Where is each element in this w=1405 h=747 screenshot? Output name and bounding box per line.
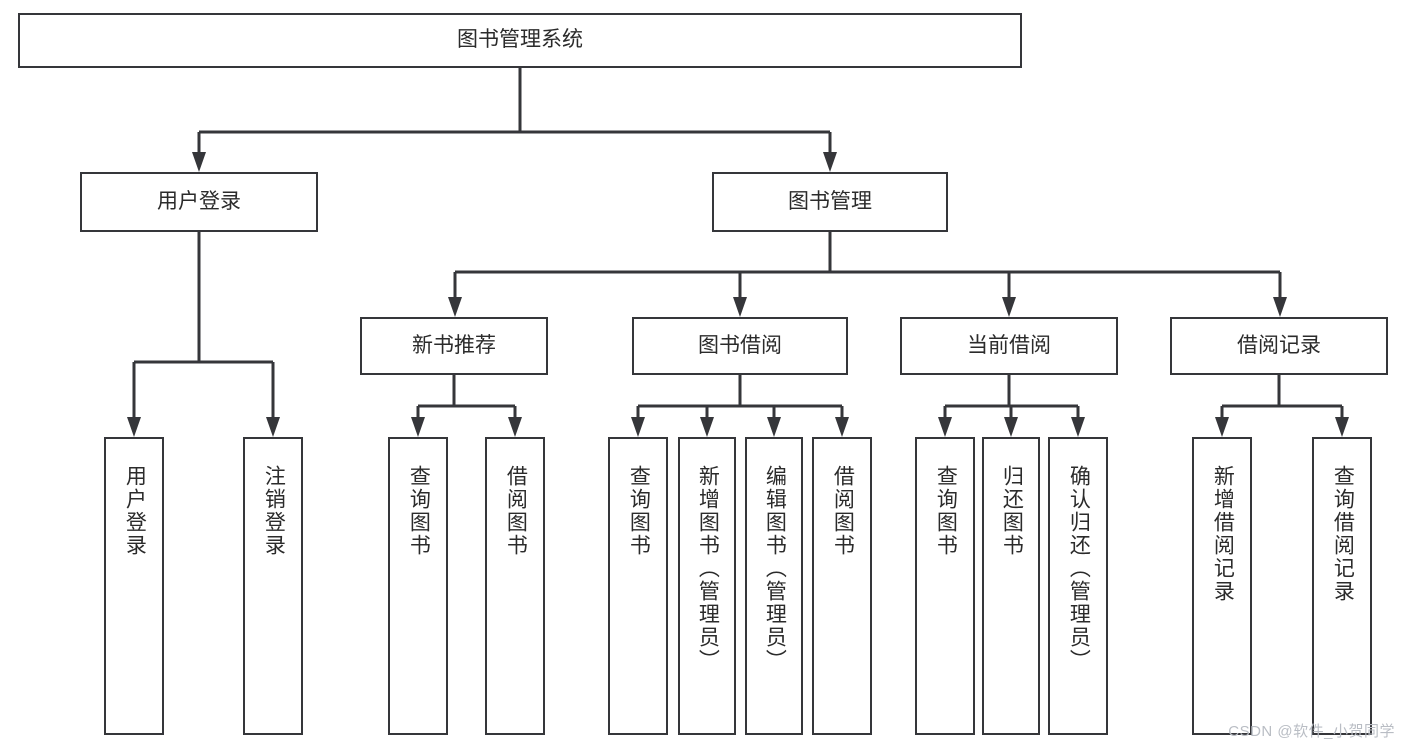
node-label-leaf-edit-book: 编辑图书（管理员） [763, 465, 787, 672]
node-leaf-leaf-confirm-return[interactable]: 确认归还（管理员） [1048, 437, 1108, 735]
node-leaf-leaf-borrow-book-bor[interactable]: 借阅图书 [812, 437, 872, 735]
node-label-user-login: 用户登录 [157, 189, 241, 213]
node-label-leaf-add-book: 新增图书（管理员） [696, 465, 720, 672]
arrow-head-cb-a3 [1071, 417, 1085, 437]
connector-group [127, 68, 1349, 437]
arrow-head-nb-a1 [411, 417, 425, 437]
arrow-head-root-to-book-manage [823, 152, 837, 172]
node-leaf-leaf-edit-book[interactable]: 编辑图书（管理员） [745, 437, 803, 735]
node-leaf-leaf-logout[interactable]: 注销登录 [243, 437, 303, 735]
node-level1-user-login[interactable]: 用户登录 [80, 172, 318, 232]
node-label-leaf-borrow-book-rec: 借阅图书 [504, 465, 528, 557]
node-label-leaf-query-book-bor: 查询图书 [627, 465, 651, 557]
node-label-leaf-query-book-rec: 查询图书 [407, 465, 431, 557]
node-label-borrow-record: 借阅记录 [1237, 333, 1321, 357]
node-label-book-manage: 图书管理 [788, 189, 872, 213]
node-level2-new-book-rec[interactable]: 新书推荐 [360, 317, 548, 375]
node-label-leaf-query-record: 查询借阅记录 [1331, 465, 1355, 603]
node-label-root: 图书管理系统 [457, 28, 583, 52]
node-label-leaf-user-login: 用户登录 [123, 465, 147, 557]
node-leaf-leaf-query-record[interactable]: 查询借阅记录 [1312, 437, 1372, 735]
node-level2-borrow-record[interactable]: 借阅记录 [1170, 317, 1388, 375]
arrow-head-bb-a4 [835, 417, 849, 437]
arrow-head-br-a2 [1335, 417, 1349, 437]
arrow-head-root-to-user-login [192, 152, 206, 172]
node-label-current-borrow: 当前借阅 [967, 333, 1051, 357]
node-label-new-book-rec: 新书推荐 [412, 333, 496, 357]
arrow-head-cb-a2 [1004, 417, 1018, 437]
node-leaf-leaf-user-login[interactable]: 用户登录 [104, 437, 164, 735]
arrow-head-user-login-a2 [266, 417, 280, 437]
arrow-head-bb-a3 [767, 417, 781, 437]
arrow-head-cb-a1 [938, 417, 952, 437]
node-label-leaf-logout: 注销登录 [262, 465, 286, 557]
node-label-book-borrow: 图书借阅 [698, 333, 782, 357]
node-level2-book-borrow[interactable]: 图书借阅 [632, 317, 848, 375]
node-leaf-leaf-return-book[interactable]: 归还图书 [982, 437, 1040, 735]
watermark-text: CSDN @软件_小贺同学 [1228, 723, 1395, 740]
node-leaf-leaf-query-book-cur[interactable]: 查询图书 [915, 437, 975, 735]
node-label-leaf-borrow-book-bor: 借阅图书 [831, 465, 855, 557]
arrow-head-bb-a1 [631, 417, 645, 437]
arrow-head-bb-a2 [700, 417, 714, 437]
node-label-leaf-confirm-return: 确认归还（管理员） [1067, 465, 1091, 672]
node-leaf-leaf-add-record[interactable]: 新增借阅记录 [1192, 437, 1252, 735]
arrow-head-bm-to-new-book [448, 297, 462, 317]
node-root-root[interactable]: 图书管理系统 [18, 13, 1022, 68]
arrow-head-bm-to-borrow [733, 297, 747, 317]
arrow-head-bm-to-record [1273, 297, 1287, 317]
node-label-leaf-add-record: 新增借阅记录 [1211, 465, 1235, 603]
node-leaf-leaf-add-book[interactable]: 新增图书（管理员） [678, 437, 736, 735]
node-level1-book-manage[interactable]: 图书管理 [712, 172, 948, 232]
node-leaf-leaf-query-book-rec[interactable]: 查询图书 [388, 437, 448, 735]
arrow-head-nb-a2 [508, 417, 522, 437]
arrow-head-bm-to-current [1002, 297, 1016, 317]
node-label-leaf-query-book-cur: 查询图书 [934, 465, 958, 557]
node-level2-current-borrow[interactable]: 当前借阅 [900, 317, 1118, 375]
node-leaf-leaf-borrow-book-rec[interactable]: 借阅图书 [485, 437, 545, 735]
node-leaf-leaf-query-book-bor[interactable]: 查询图书 [608, 437, 668, 735]
node-label-leaf-return-book: 归还图书 [1000, 465, 1024, 557]
arrow-head-br-a1 [1215, 417, 1229, 437]
arrow-head-user-login-a1 [127, 417, 141, 437]
